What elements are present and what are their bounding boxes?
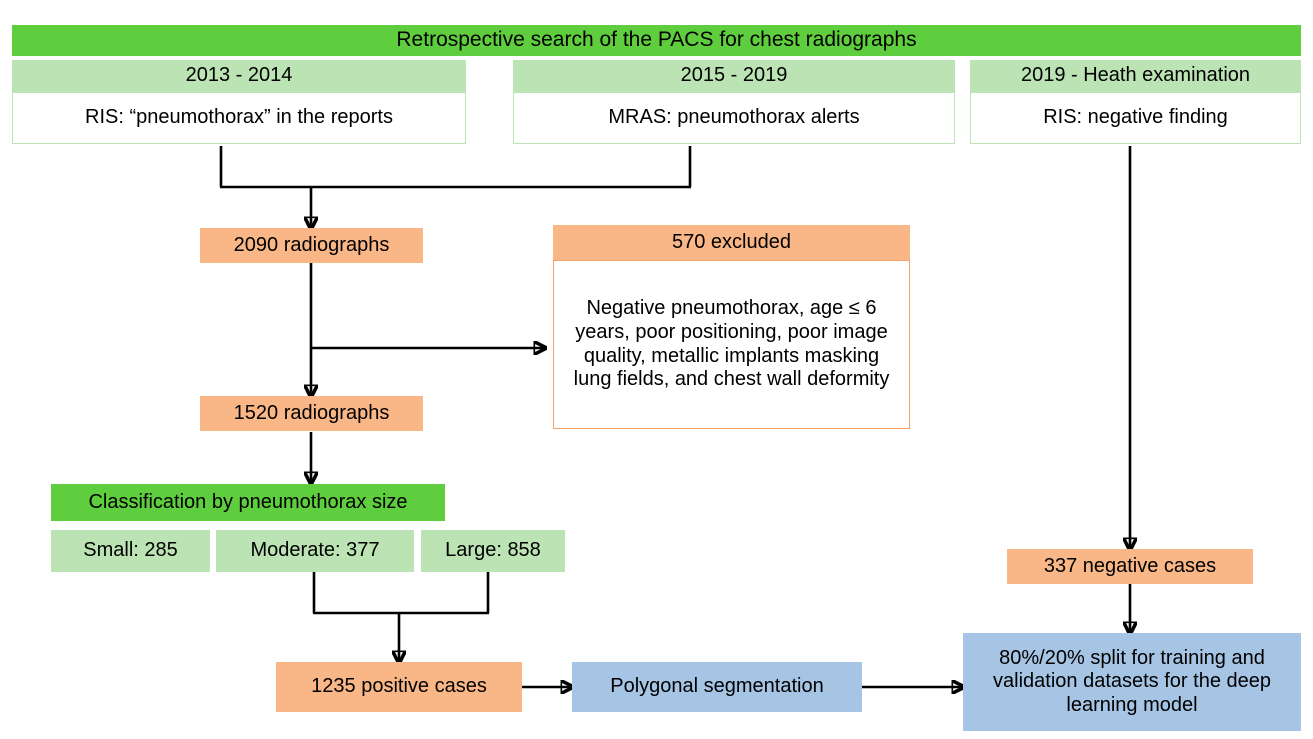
node-excluded-header: 570 excluded — [553, 225, 910, 260]
source-period-2015-2019: 2015 - 2019 — [513, 60, 955, 92]
classification-item-label: Small: 285 — [83, 539, 178, 562]
node-label: 337 negative cases — [1043, 554, 1217, 577]
header-label: Retrospective search of the PACS for che… — [396, 28, 917, 52]
node-label: 570 excluded — [672, 230, 791, 253]
source-detail-label: MRAS: pneumothorax alerts — [608, 106, 860, 129]
source-period-2013-2014: 2013 - 2014 — [12, 60, 466, 92]
classification-item-label: Moderate: 377 — [250, 539, 380, 562]
header-banner: Retrospective search of the PACS for che… — [12, 25, 1301, 56]
source-detail-label: RIS: negative finding — [1043, 106, 1228, 129]
classification-item-large: Large: 858 — [421, 530, 565, 572]
source-detail-ris-negative: RIS: negative finding — [970, 92, 1301, 144]
node-label: 2090 radiographs — [233, 233, 390, 256]
source-detail-ris-reports: RIS: “pneumothorax” in the reports — [12, 92, 466, 144]
source-period-label: 2013 - 2014 — [185, 64, 293, 87]
node-label: Classification by pneumothorax size — [88, 490, 408, 513]
node-label: Negative pneumothorax, age ≤ 6 years, po… — [573, 297, 890, 391]
source-period-label: 2019 - Heath examination — [1020, 64, 1251, 87]
classification-item-small: Small: 285 — [51, 530, 210, 572]
source-detail-label: RIS: “pneumothorax” in the reports — [85, 106, 393, 129]
node-label: Polygonal segmentation — [610, 675, 824, 698]
source-detail-mras-alerts: MRAS: pneumothorax alerts — [513, 92, 955, 144]
source-period-2019-health-exam: 2019 - Heath examination — [970, 60, 1301, 92]
node-total-radiographs: 2090 radiographs — [200, 228, 423, 263]
node-classification-header: Classification by pneumothorax size — [51, 484, 445, 521]
node-positive-cases: 1235 positive cases — [276, 662, 522, 712]
node-negative-cases: 337 negative cases — [1007, 549, 1253, 584]
classification-item-label: Large: 858 — [445, 539, 541, 562]
node-label: 80%/20% split for training and validatio… — [993, 646, 1271, 716]
node-included-radiographs: 1520 radiographs — [200, 396, 423, 431]
node-label: 1520 radiographs — [233, 401, 390, 424]
node-train-validation-split: 80%/20% split for training and validatio… — [963, 633, 1301, 731]
source-period-label: 2015 - 2019 — [680, 64, 788, 87]
classification-item-moderate: Moderate: 377 — [216, 530, 414, 572]
node-polygonal-segmentation: Polygonal segmentation — [572, 662, 862, 712]
node-excluded-detail: Negative pneumothorax, age ≤ 6 years, po… — [553, 260, 910, 429]
node-label: 1235 positive cases — [311, 675, 487, 698]
